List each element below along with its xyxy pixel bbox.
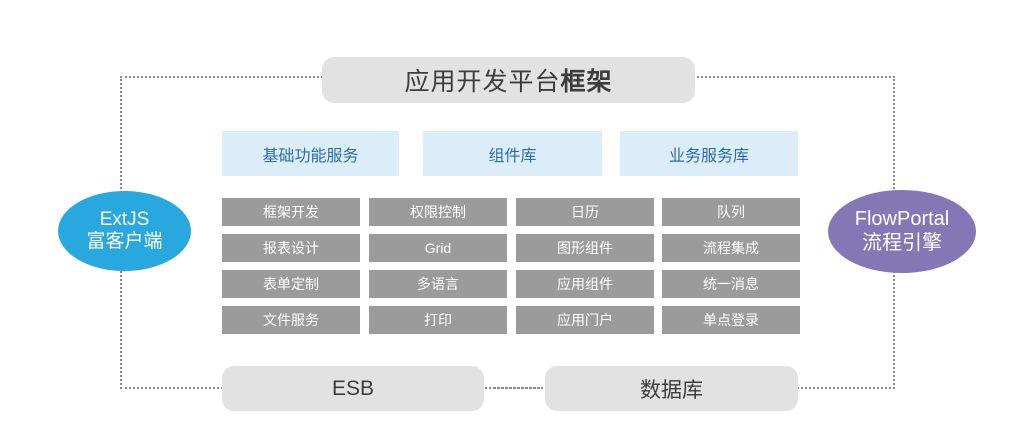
module-cell[interactable]: 日历 — [516, 198, 654, 226]
module-cell-label: 队列 — [717, 204, 745, 220]
module-cell-label: 报表设计 — [263, 240, 319, 256]
node-title: ExtJS — [99, 208, 150, 230]
module-cell[interactable]: 图形组件 — [516, 234, 654, 262]
node-extjs-rich-client[interactable]: ExtJS 富客户端 — [58, 191, 191, 271]
module-column-2: 权限控制 Grid 多语言 打印 — [369, 198, 507, 342]
module-cell[interactable]: 队列 — [662, 198, 800, 226]
bottom-box-label: ESB — [331, 376, 375, 400]
module-cell-label: 多语言 — [417, 276, 459, 292]
layer-header-label: 基础功能服务 — [262, 147, 359, 165]
layer-header-business-service-library[interactable]: 业务服务库 — [620, 131, 798, 176]
module-cell[interactable]: 应用组件 — [516, 270, 654, 298]
module-column-1: 框架开发 报表设计 表单定制 文件服务 — [222, 198, 360, 342]
module-cell-label: 图形组件 — [557, 240, 613, 256]
module-cell[interactable]: 流程集成 — [662, 234, 800, 262]
node-subtitle: 流程引擎 — [862, 231, 942, 254]
module-cell-label: 应用门户 — [557, 312, 613, 328]
module-cell-label: 权限控制 — [410, 204, 466, 220]
module-cell[interactable]: 权限控制 — [369, 198, 507, 226]
module-cell-label: 单点登录 — [703, 312, 759, 328]
module-cell-label: 表单定制 — [263, 276, 319, 292]
module-cell[interactable]: 统一消息 — [662, 270, 800, 298]
layer-header-basic-services[interactable]: 基础功能服务 — [222, 131, 399, 176]
module-column-3: 日历 图形组件 应用组件 应用门户 — [516, 198, 654, 342]
node-flowportal-process-engine[interactable]: FlowPortal 流程引擎 — [828, 190, 976, 273]
module-cell-label: 打印 — [424, 312, 452, 328]
module-cell-label: 日历 — [571, 204, 599, 220]
page-title-normal: 应用开发平台 — [404, 68, 561, 96]
module-cell[interactable]: 表单定制 — [222, 270, 360, 298]
module-cell-label: 统一消息 — [703, 276, 759, 292]
module-cell[interactable]: Grid — [369, 234, 507, 262]
module-cell-label: 流程集成 — [703, 240, 759, 256]
module-cell[interactable]: 多语言 — [369, 270, 507, 298]
module-cell-label: 文件服务 — [263, 312, 319, 328]
node-title: FlowPortal — [854, 207, 950, 230]
layer-header-label: 业务服务库 — [668, 147, 749, 165]
module-cell-label: Grid — [424, 240, 452, 256]
layer-header-component-library[interactable]: 组件库 — [423, 131, 602, 176]
module-cell[interactable]: 报表设计 — [222, 234, 360, 262]
bottom-connector-dots — [489, 387, 540, 389]
module-cell[interactable]: 打印 — [369, 306, 507, 334]
module-cell[interactable]: 单点登录 — [662, 306, 800, 334]
page-title-bold: 框架 — [560, 68, 613, 96]
bottom-box-label: 数据库 — [640, 378, 703, 402]
module-column-4: 队列 流程集成 统一消息 单点登录 — [662, 198, 800, 342]
module-cell[interactable]: 框架开发 — [222, 198, 360, 226]
module-cell-label: 应用组件 — [557, 276, 613, 292]
node-subtitle: 富客户端 — [86, 231, 163, 252]
layer-header-row: 基础功能服务 组件库 业务服务库 — [222, 131, 798, 176]
platform-title-box: 应用开发平台框架 — [322, 57, 695, 103]
page-title: 应用开发平台框架 — [404, 62, 612, 98]
module-cell[interactable]: 应用门户 — [516, 306, 654, 334]
bottom-box-esb[interactable]: ESB — [222, 366, 484, 411]
module-cell[interactable]: 文件服务 — [222, 306, 360, 334]
module-cell-label: 框架开发 — [263, 204, 319, 220]
layer-header-label: 组件库 — [488, 147, 537, 165]
bottom-box-database[interactable]: 数据库 — [545, 366, 798, 411]
module-grid: 框架开发 报表设计 表单定制 文件服务 权限控制 Grid 多语言 打印 日历 … — [222, 198, 800, 336]
